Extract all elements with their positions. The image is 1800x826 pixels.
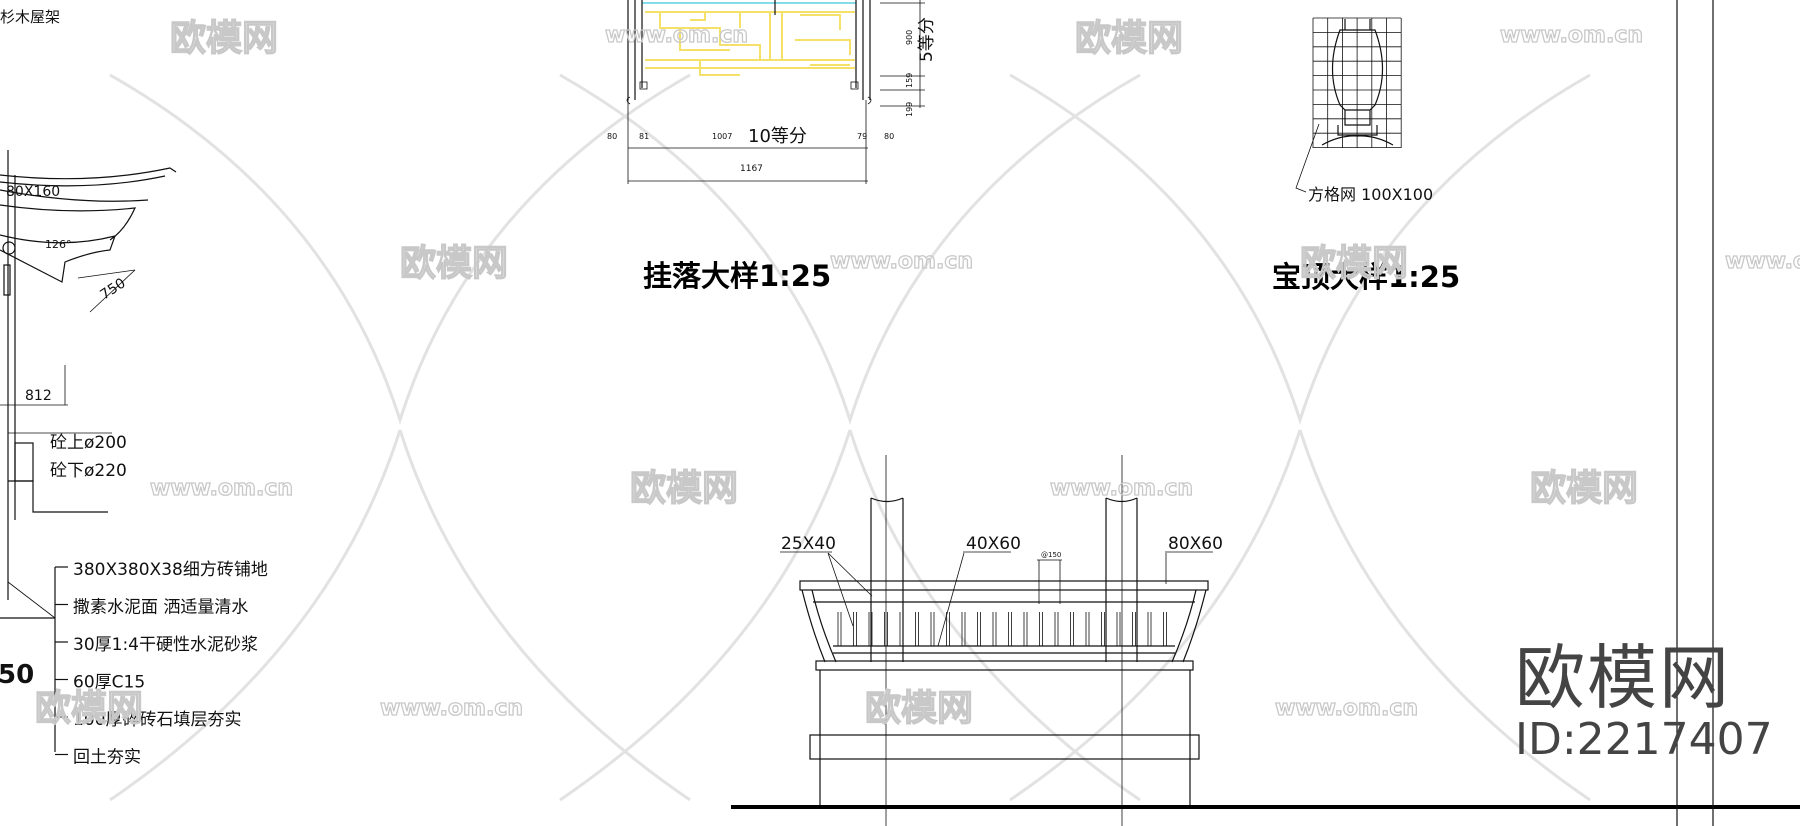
finial-detail-title: 宝顶大样1:25	[1272, 260, 1460, 294]
baluster	[899, 612, 904, 646]
angle-label: 126°	[45, 238, 72, 251]
dim-812: 812	[25, 388, 52, 404]
baluster	[1116, 612, 1121, 646]
baluster	[1085, 612, 1090, 646]
dim-total: 1167	[740, 164, 763, 174]
spacing-label: @150	[1041, 551, 1061, 559]
baluster	[1039, 612, 1043, 646]
baluster	[1101, 612, 1105, 646]
watermark-url-text: www.om.cn	[830, 249, 973, 274]
floor-layer-item: 100厚碎砖石填层夯实	[73, 710, 241, 730]
watermark-url-text: www.om.cn	[1275, 696, 1418, 721]
baluster	[1163, 612, 1167, 646]
watermark-logo-text: 欧模网	[1075, 18, 1183, 59]
square-grid	[1312, 17, 1402, 149]
baluster	[868, 612, 873, 646]
vertical-division-label: 5等分	[917, 17, 937, 62]
watermark-logo-text: 欧模网	[1300, 243, 1408, 284]
frame-label: 杉木屋架	[0, 8, 60, 26]
watermark-url-text: www.om.cn	[605, 23, 748, 48]
watermark-arcs	[109, 73, 1591, 802]
baluster	[992, 612, 997, 646]
floor-layer-item: 30厚1:4干硬性水泥砂浆	[73, 635, 258, 655]
dim-label: 80	[607, 132, 617, 141]
column-below-label: 砼下ø220	[50, 461, 127, 481]
baluster	[946, 612, 950, 646]
watermark-text-layer: 欧模网欧模网欧模网欧模网欧模网欧模网欧模网欧模网欧模网www.om.cnwww.…	[34, 17, 1800, 729]
baluster	[853, 612, 857, 646]
grid-note: 方格网 100X100	[1308, 185, 1433, 204]
watermark-logo-text: 欧模网	[630, 468, 738, 509]
dim-159: 159	[905, 73, 914, 88]
floor-layer-item: 撒素水泥面 洒适量清水	[73, 598, 248, 618]
baluster	[1070, 612, 1074, 646]
baluster	[977, 612, 981, 646]
watermark-url-text: www.om.cn	[1050, 476, 1193, 501]
hanging-detail-title: 挂落大样1:25	[643, 259, 831, 293]
baluster	[1132, 612, 1136, 646]
watermark-url-text: www.om.cn	[380, 696, 523, 721]
floor-layer-item: 60厚C15	[73, 673, 145, 693]
lattice-pattern	[645, 11, 855, 76]
baluster	[837, 612, 842, 646]
label-80x60: 80X60	[1168, 534, 1223, 554]
baluster	[1023, 612, 1028, 646]
watermark-logo-text: 欧模网	[1530, 468, 1638, 509]
dim-label: 1007	[712, 132, 732, 141]
column-above-label: 砼上ø200	[50, 433, 127, 453]
baluster	[884, 612, 888, 646]
baluster	[915, 612, 919, 646]
watermark-logo-text: 欧模网	[35, 688, 143, 729]
dim-199: 199	[905, 102, 914, 117]
dim-label: 80	[884, 132, 894, 141]
watermark-logo-text: 欧模网	[400, 243, 508, 284]
brand-mark: 欧模网 ID:2217407	[1515, 640, 1773, 764]
floor-layer-item: 380X380X38细方砖铺地	[73, 560, 268, 580]
label-25x40: 25X40	[781, 534, 836, 554]
brand-name: 欧模网	[1515, 637, 1731, 719]
dim-750: 750	[97, 275, 128, 303]
baluster	[1008, 612, 1012, 646]
division-label: 10等分	[748, 126, 807, 147]
hanging-lattice-detail: 80 81 1007 79 80 10等分 1167 900 159 199 5等分 挂…	[607, 0, 937, 293]
baluster	[1054, 612, 1059, 646]
railing-elevation: 25X40 40X60 80X60 @150	[731, 455, 1800, 826]
dim-label: 81	[639, 132, 649, 141]
baluster	[930, 612, 935, 646]
roof-section: 杉木屋架 80X160 126° 750 812 砼上ø200 砼下ø220 5…	[0, 8, 268, 768]
dim-label: 79	[857, 132, 867, 141]
watermark-url-text: www.om.cn	[150, 476, 293, 501]
balusters	[837, 612, 1167, 646]
member-size-label: 80X160	[6, 184, 60, 200]
label-40x60: 40X60	[966, 534, 1021, 554]
scale-fragment: 50	[0, 660, 34, 690]
watermark-logo-text: 欧模网	[170, 18, 278, 59]
floor-layer-item: 回土夯实	[73, 748, 141, 768]
watermark-url-text: www.om.cn	[1725, 249, 1800, 274]
horizontal-dimension-labels: 80 81 1007 79 80	[607, 132, 894, 141]
dim-900: 900	[905, 30, 914, 45]
baluster	[961, 612, 966, 646]
watermark-url-text: www.om.cn	[1500, 23, 1643, 48]
finial-detail: 方格网 100X100 宝顶大样1:25	[1272, 17, 1460, 294]
watermark-layer	[109, 73, 1591, 802]
brand-id: ID:2217407	[1515, 714, 1773, 765]
baluster	[1147, 612, 1152, 646]
watermark-logo-text: 欧模网	[865, 688, 973, 729]
